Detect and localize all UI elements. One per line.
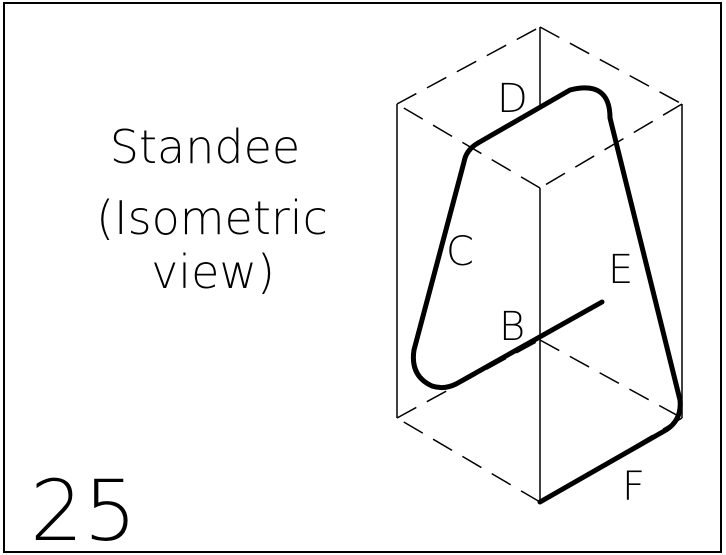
bottom-face-edge-left-near bbox=[396, 417, 541, 503]
label-b: B bbox=[499, 304, 525, 350]
standee-front-loop bbox=[410, 140, 605, 391]
standee-frame-loop bbox=[475, 85, 683, 505]
standee-rod bbox=[410, 85, 683, 505]
top-face-edge-left-near bbox=[396, 103, 541, 189]
figure-number: 25 bbox=[30, 462, 137, 555]
top-face-edge-right-far bbox=[539, 26, 683, 105]
top-face-edge-right-near bbox=[539, 103, 683, 189]
label-c: C bbox=[446, 229, 474, 275]
bottom-face-edge-right-far bbox=[539, 339, 683, 419]
title-line-1: Standee bbox=[110, 120, 300, 174]
isometric-box-solid bbox=[396, 27, 683, 502]
sheet-border bbox=[3, 2, 722, 553]
label-d: D bbox=[497, 76, 528, 122]
top-face-edge-left-far bbox=[396, 26, 541, 105]
label-e: E bbox=[608, 247, 633, 293]
label-f: F bbox=[622, 464, 645, 510]
title-line-3: view) bbox=[151, 245, 275, 299]
title-line-2: (Isometric bbox=[96, 191, 328, 245]
